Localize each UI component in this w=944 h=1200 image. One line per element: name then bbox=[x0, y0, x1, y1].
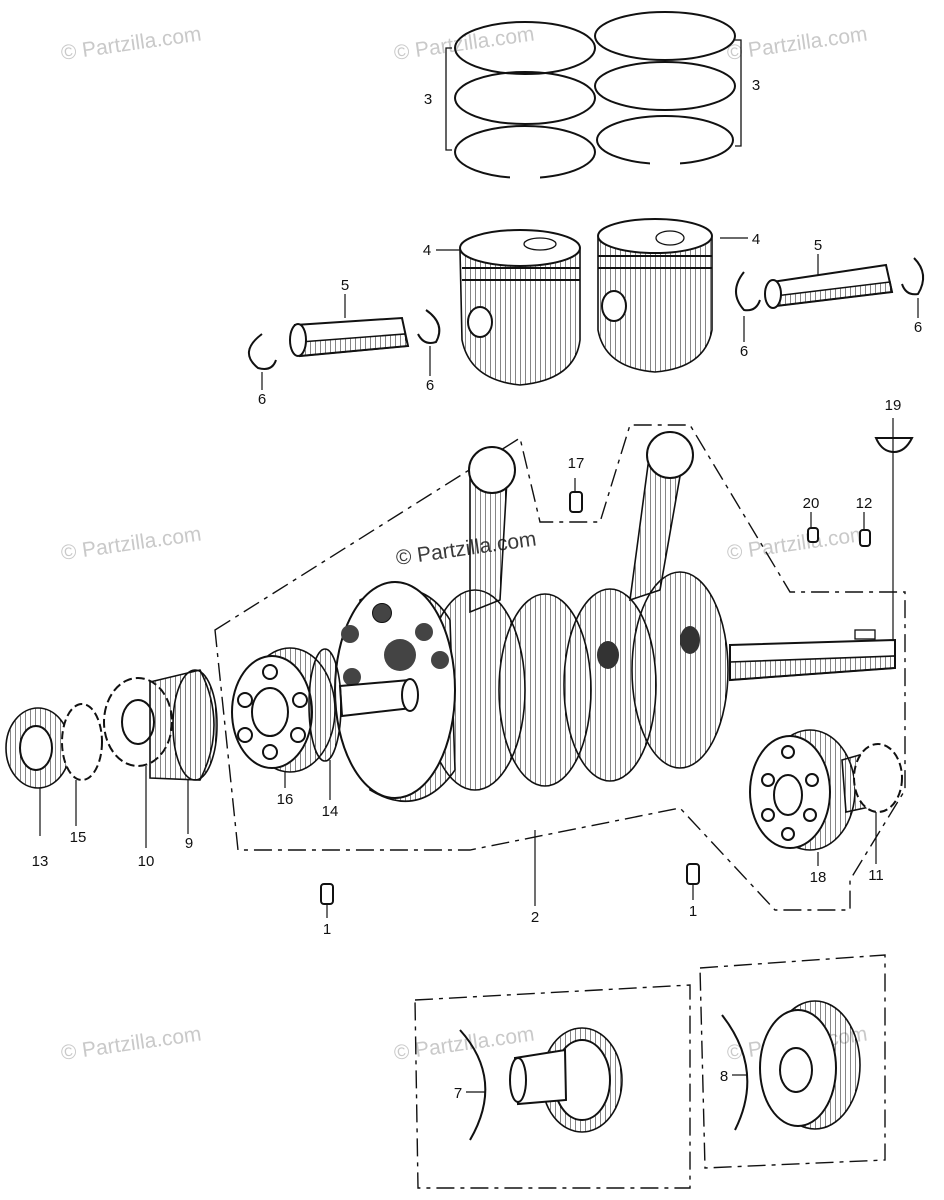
callout-labels: 3 3 4 4 5 5 6 6 6 6 19 17 20 12 16 14 15… bbox=[32, 77, 923, 1102]
pin-12 bbox=[859, 529, 871, 547]
bearing-detail bbox=[759, 1000, 861, 1130]
callout-6: 6 bbox=[914, 319, 922, 336]
gear-9 bbox=[149, 669, 218, 781]
watermark-text: © Partzilla.com bbox=[392, 22, 535, 64]
watermark-text: © Partzilla.com bbox=[59, 22, 202, 64]
detail-box-8 bbox=[699, 954, 886, 1169]
watermark-text: © Partzilla.com bbox=[59, 1022, 202, 1064]
callout-1: 1 bbox=[689, 903, 697, 920]
callout-5: 5 bbox=[814, 237, 822, 254]
callout-5: 5 bbox=[341, 277, 349, 294]
callout-8: 8 bbox=[720, 1068, 728, 1085]
thrust-washer-7 bbox=[459, 1029, 487, 1141]
bracket-left bbox=[445, 47, 452, 151]
dowel-pin-17 bbox=[569, 491, 583, 513]
callout-17: 17 bbox=[568, 455, 585, 472]
callout-4: 4 bbox=[423, 242, 431, 259]
callout-9: 9 bbox=[185, 835, 193, 852]
piston-left bbox=[459, 229, 581, 386]
watermark-text: © Partzilla.com bbox=[725, 22, 868, 64]
callout-7: 7 bbox=[454, 1085, 462, 1102]
piston-rings-right bbox=[594, 11, 736, 168]
circlip-4 bbox=[901, 257, 925, 296]
callout-6: 6 bbox=[258, 391, 266, 408]
callout-11: 11 bbox=[868, 867, 884, 884]
lock-washer-15 bbox=[61, 703, 103, 781]
detail-box-7 bbox=[414, 984, 691, 1189]
watermark-group: © Partzilla.com © Partzilla.com © Partzi… bbox=[59, 22, 868, 1064]
callout-6: 6 bbox=[740, 343, 748, 360]
crankshaft bbox=[334, 431, 896, 803]
callout-16: 16 bbox=[277, 791, 294, 808]
circlip-3 bbox=[735, 271, 761, 312]
callout-6: 6 bbox=[426, 377, 434, 394]
callout-1: 1 bbox=[323, 921, 331, 938]
woodruff-key-19 bbox=[874, 437, 914, 454]
flywheel-part-detail bbox=[509, 1027, 623, 1133]
circlip-2 bbox=[417, 309, 441, 344]
piston-rings-left bbox=[454, 21, 596, 180]
callout-4: 4 bbox=[752, 231, 760, 248]
callout-12: 12 bbox=[856, 495, 873, 512]
bearing-18 bbox=[749, 729, 856, 851]
callout-15: 15 bbox=[70, 829, 87, 846]
callout-14: 14 bbox=[322, 803, 339, 820]
watermark-text: © Partzilla.com bbox=[725, 522, 868, 564]
piston-pin-right bbox=[764, 263, 894, 309]
callout-2: 2 bbox=[531, 909, 539, 926]
bracket-right bbox=[735, 39, 742, 147]
callout-3: 3 bbox=[424, 91, 432, 108]
piston-right bbox=[597, 218, 713, 373]
callout-13: 13 bbox=[32, 853, 49, 870]
callout-18: 18 bbox=[810, 869, 827, 886]
sprocket-11 bbox=[841, 743, 903, 813]
watermark-text: © Partzilla.com bbox=[394, 527, 537, 569]
callout-20: 20 bbox=[803, 495, 820, 512]
dowel-pin-1-right bbox=[686, 863, 700, 885]
crankshaft-assembly-outline bbox=[214, 424, 906, 911]
watermark-text: © Partzilla.com bbox=[59, 522, 202, 564]
dowel-pin-1-left bbox=[320, 883, 334, 905]
callout-19: 19 bbox=[885, 397, 902, 414]
leader-lines bbox=[39, 237, 919, 1093]
circlip-1 bbox=[248, 333, 277, 370]
thrust-washer-8 bbox=[721, 1014, 749, 1131]
gear-14 bbox=[308, 648, 342, 762]
pin-20 bbox=[807, 527, 819, 543]
nut-13 bbox=[5, 707, 71, 789]
piston-pin-left bbox=[289, 316, 410, 358]
callout-3: 3 bbox=[752, 77, 760, 94]
callout-10: 10 bbox=[138, 853, 155, 870]
